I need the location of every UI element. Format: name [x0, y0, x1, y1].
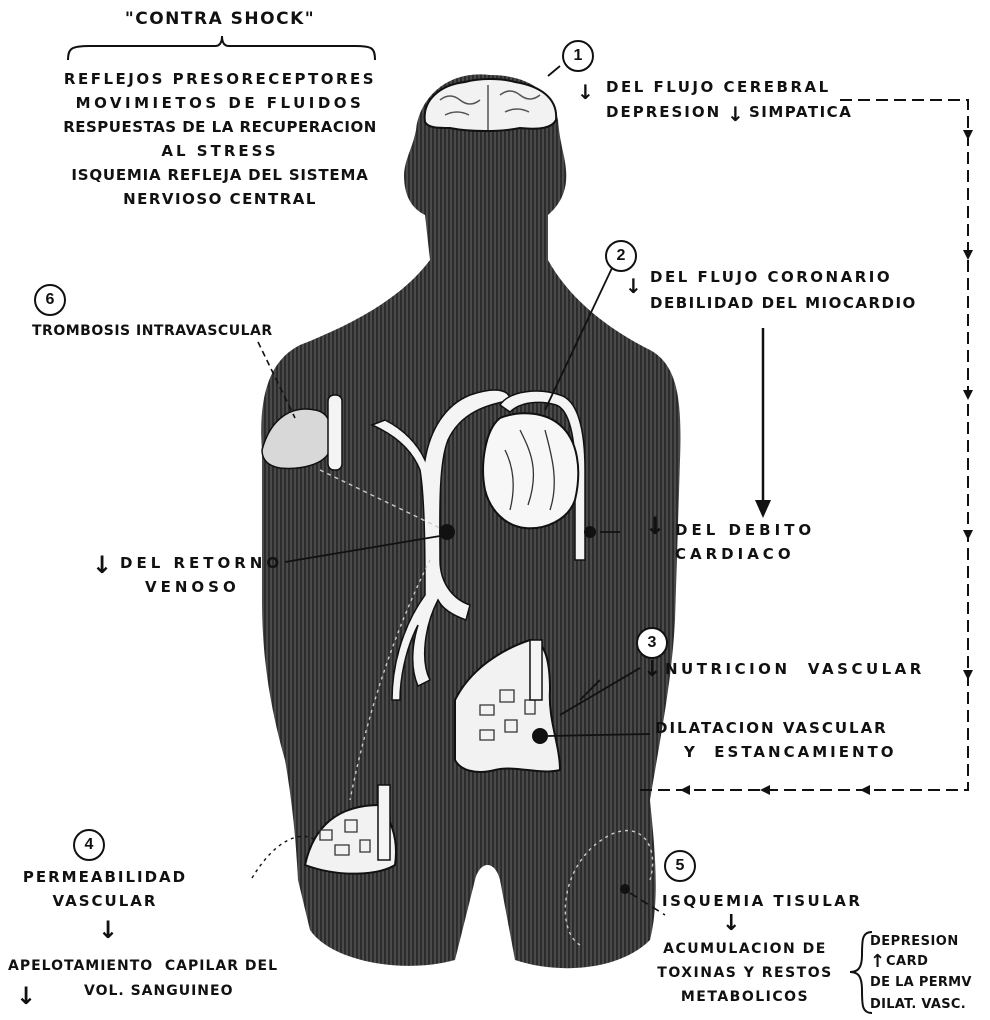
bracket-line2: CARD	[886, 952, 928, 971]
marker-3: 3	[636, 627, 668, 659]
down-arrow-icon: ↓	[643, 660, 661, 680]
cerebral-line1: DEL FLUJO CEREBRAL	[606, 78, 831, 97]
permeabilidad-line1: PERMEABILIDAD	[15, 868, 195, 887]
contra-shock-item: REFLEJOS PRESORECEPTORES	[50, 70, 390, 89]
contra-shock-title: "CONTRA SHOCK"	[70, 10, 370, 29]
down-arrow-icon: ↓	[625, 276, 642, 296]
down-arrow-icon: ↓	[727, 104, 744, 124]
dilatacion-line2: Y ESTANCAMIENTO	[684, 743, 897, 762]
bracket-line3: DE LA PERMV	[870, 973, 972, 992]
down-arrow-icon: ↓	[722, 914, 740, 934]
marker-2: 2	[605, 240, 637, 272]
cerebral-line2-a: DEPRESION	[606, 103, 721, 122]
coronario-line2: DEBILIDAD DEL MIOCARDIO	[650, 294, 917, 313]
marker-4: 4	[73, 829, 105, 861]
down-arrow-icon: ↓	[16, 986, 36, 1006]
retorno-line2: VENOSO	[145, 578, 240, 597]
contra-shock-item: MOVIMIETOS DE FLUIDOS	[50, 94, 390, 113]
contra-shock-item: NERVIOSO CENTRAL	[50, 190, 390, 209]
down-arrow-icon: ↓	[645, 516, 665, 536]
brain-shape	[425, 79, 556, 131]
acumulacion-line1: ACUMULACION DE	[650, 940, 840, 959]
acumulacion-line2: TOXINAS Y RESTOS	[650, 964, 840, 983]
bracket-line1: DEPRESION	[870, 932, 959, 951]
bracket-line4: DILAT. VASC.	[870, 995, 966, 1014]
apelotamiento-line1: APELOTAMIENTO CAPILAR DEL	[8, 957, 278, 976]
contra-shock-item: AL STRESS	[50, 142, 390, 161]
marker-6: 6	[34, 284, 66, 316]
feedback-dashed-loop	[640, 100, 968, 790]
isquemia-label: ISQUEMIA TISULAR	[662, 892, 862, 911]
cerebral-line2-b: SIMPATICA	[749, 103, 852, 122]
permeabilidad-line2: VASCULAR	[15, 892, 195, 911]
contra-shock-item: ISQUEMIA REFLEJA DEL SISTEMA	[50, 166, 390, 185]
marker-5: 5	[664, 850, 696, 882]
acumulacion-line3: METABOLICOS	[650, 988, 840, 1007]
coronario-line1: DEL FLUJO CORONARIO	[650, 268, 892, 287]
up-arrow-icon: ↑	[870, 952, 885, 972]
debito-line1: DEL DEBITO	[675, 521, 815, 540]
debito-line2: CARDIACO	[675, 545, 795, 564]
trombosis-label: TROMBOSIS INTRAVASCULAR	[32, 322, 273, 341]
down-arrow-icon: ↓	[577, 82, 594, 102]
down-arrow-icon: ↓	[92, 555, 112, 575]
heart-shape	[483, 413, 578, 528]
dilatacion-line1: DILATACION VASCULAR	[655, 719, 888, 738]
down-arrow-icon: ↓	[98, 920, 118, 940]
retorno-line1: DEL RETORNO	[120, 554, 283, 573]
contra-shock-item: RESPUESTAS DE LA RECUPERACION	[50, 118, 390, 137]
marker-1: 1	[562, 40, 594, 72]
nutricion-label: NUTRICION VASCULAR	[665, 660, 925, 679]
apelotamiento-line2: VOL. SANGUINEO	[84, 982, 234, 1001]
